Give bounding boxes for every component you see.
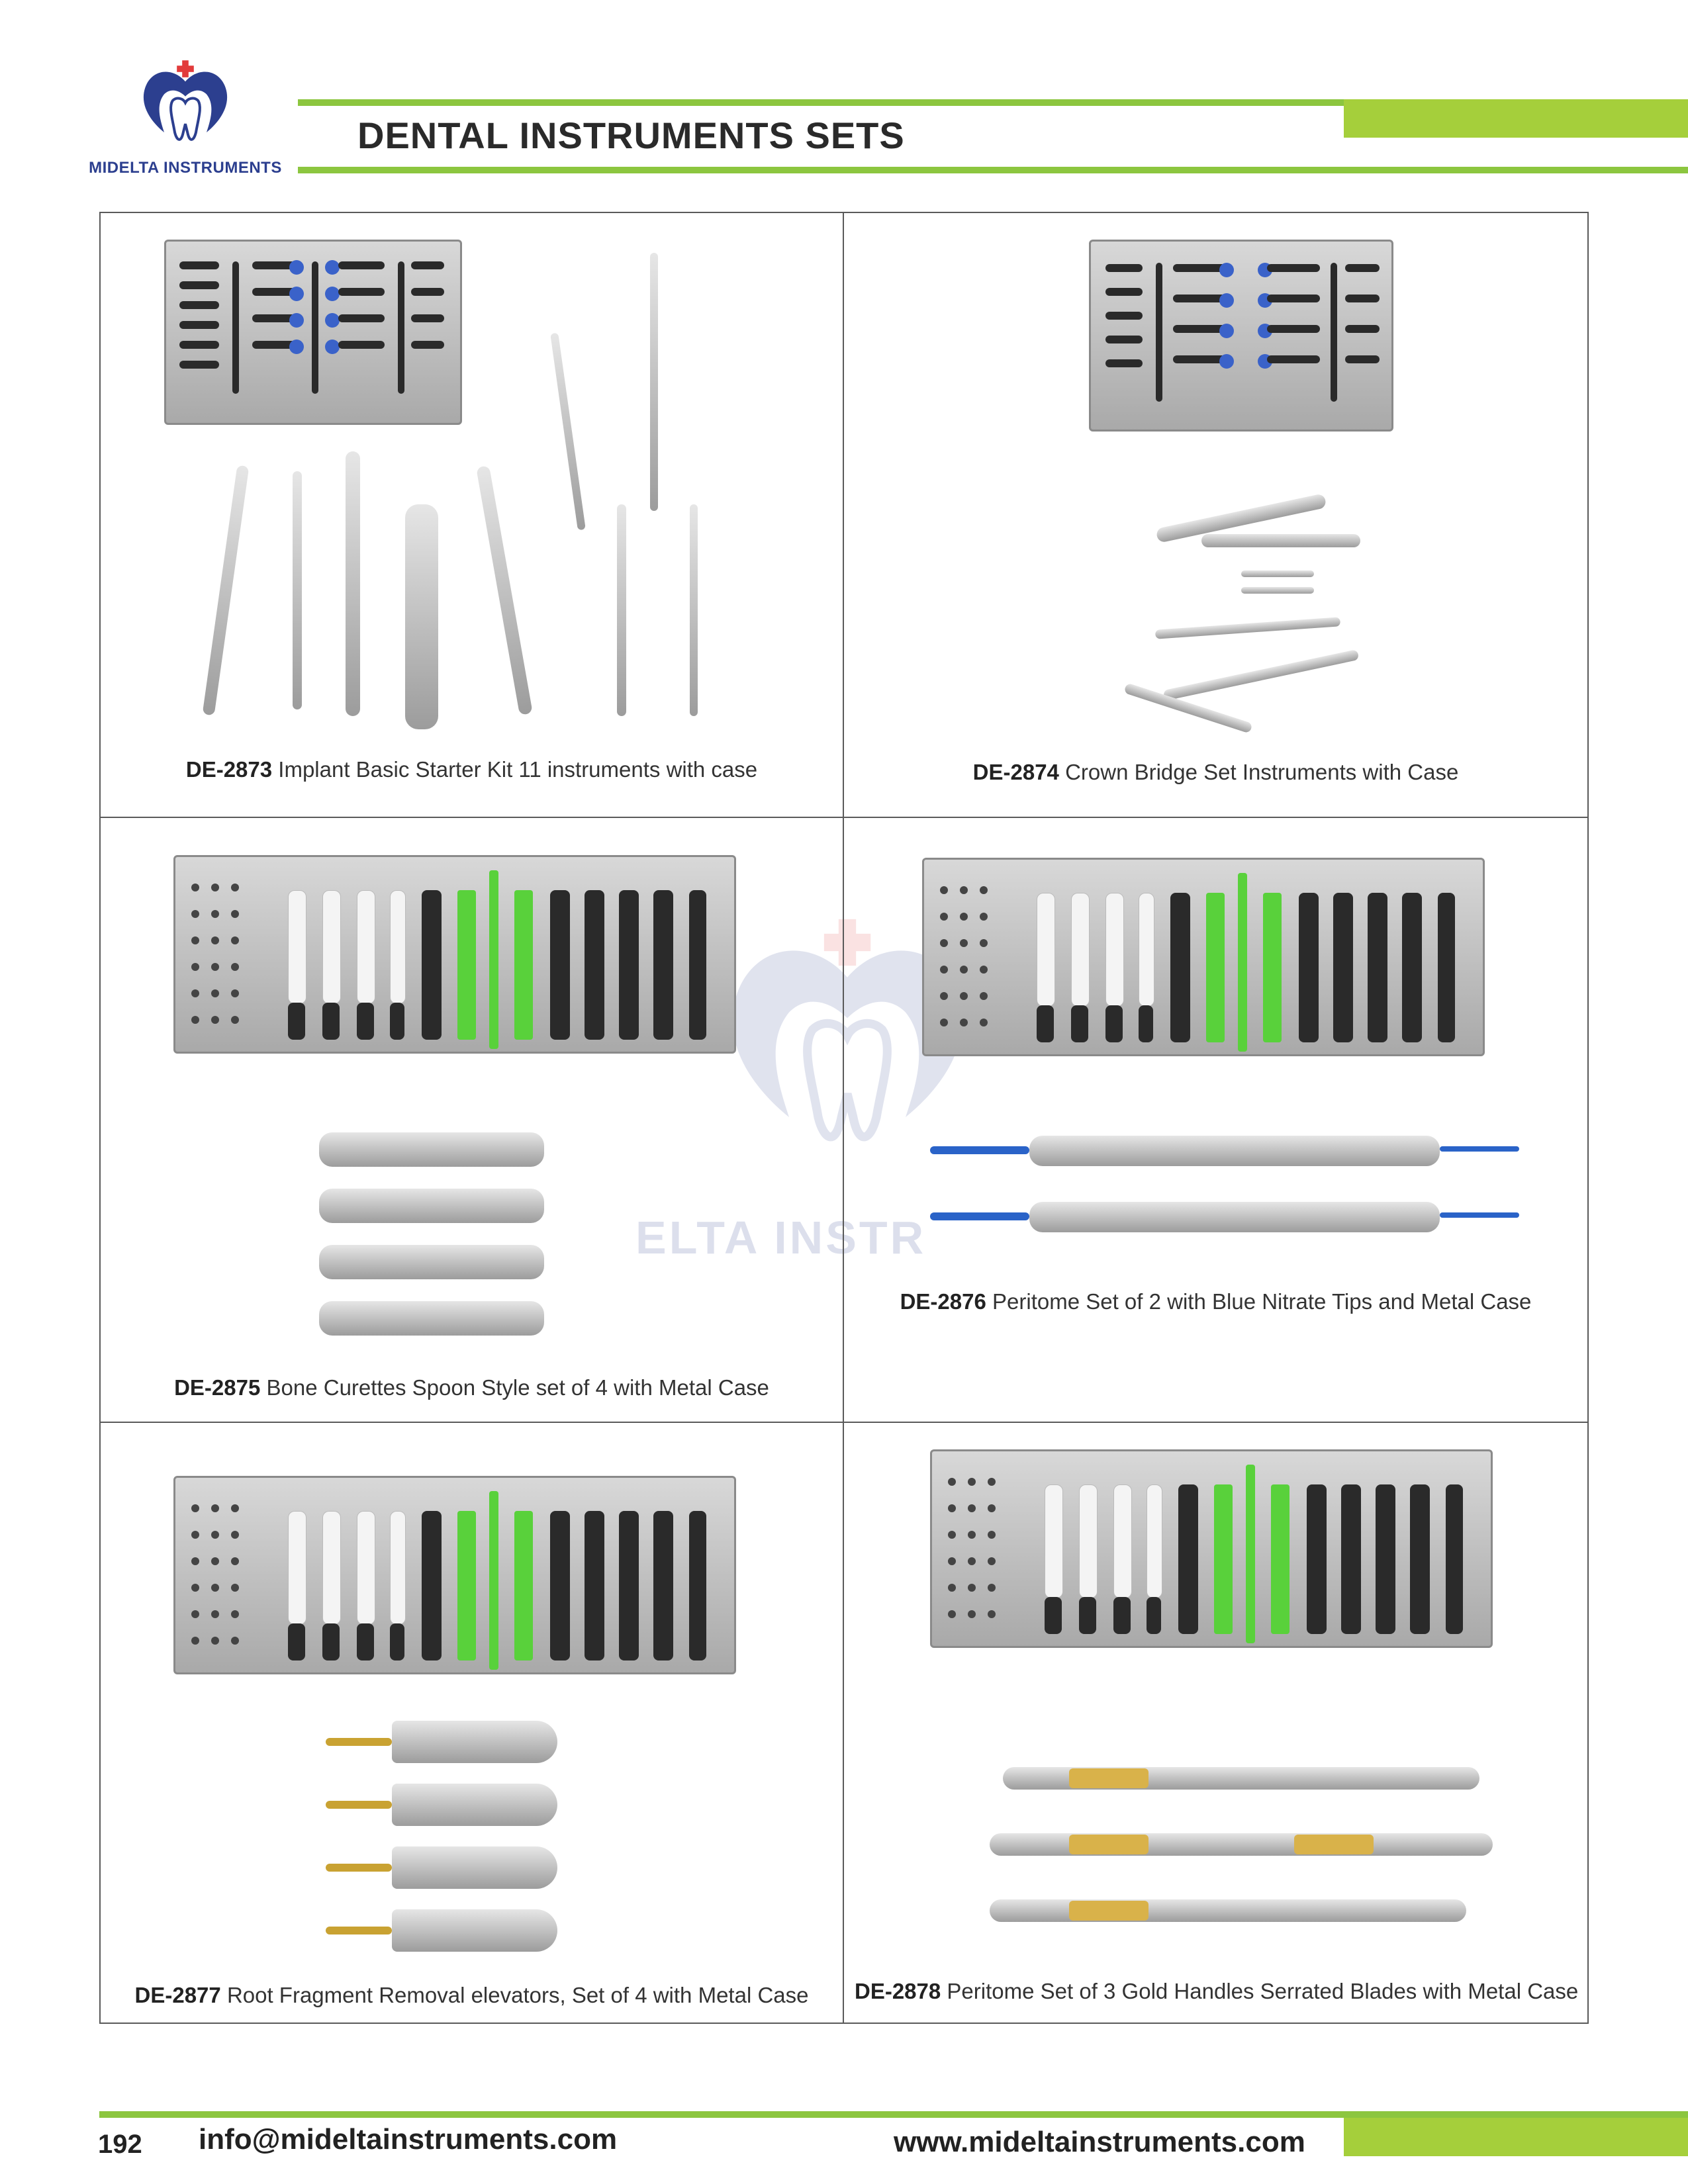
product-card: DE-2876 Peritome Set of 2 with Blue Nitr…: [844, 818, 1587, 1423]
instrument-image: [617, 504, 626, 716]
blue-tip: [1440, 1212, 1519, 1218]
elevator-image: [392, 1846, 557, 1889]
curette-image: [319, 1245, 544, 1279]
instrument-image: [1201, 534, 1360, 547]
curette-image: [319, 1189, 544, 1223]
header-accent-block: [1344, 99, 1688, 138]
product-description: Peritome Set of 3 Gold Handles Serrated …: [947, 1979, 1579, 2003]
elevator-image: [392, 1721, 557, 1763]
peritome-image: [1029, 1202, 1440, 1232]
curette-image: [319, 1301, 544, 1336]
blue-tip: [1440, 1146, 1519, 1152]
blue-tip: [930, 1212, 1029, 1220]
brand-logo: MIDELTA INSTRUMENTS: [79, 58, 291, 184]
product-code: DE-2876: [900, 1289, 986, 1314]
gold-handle: [1069, 1835, 1149, 1854]
product-code: DE-2878: [855, 1979, 941, 2003]
gold-tip: [326, 1738, 392, 1746]
product-card: DE-2874 Crown Bridge Set Instruments wit…: [844, 213, 1587, 818]
gold-handle: [1069, 1768, 1149, 1788]
product-description: Implant Basic Starter Kit 11 instruments…: [278, 757, 758, 782]
product-card: DE-2873 Implant Basic Starter Kit 11 ins…: [101, 213, 844, 818]
instrument-cassette-image: [1089, 240, 1393, 432]
instrument-image: [1241, 587, 1314, 594]
instrument-image: [650, 253, 658, 511]
page-title: DENTAL INSTRUMENTS SETS: [357, 114, 905, 156]
product-code: DE-2874: [972, 760, 1059, 784]
instrument-image: [346, 451, 360, 716]
instrument-cassette-image: [922, 858, 1485, 1056]
footer-email-link[interactable]: info@mideltainstruments.com: [199, 2123, 618, 2156]
instrument-image: [202, 465, 250, 716]
elevator-image: [392, 1784, 557, 1826]
product-description: Bone Curettes Spoon Style set of 4 with …: [266, 1375, 769, 1400]
product-caption: DE-2875 Bone Curettes Spoon Style set of…: [101, 1375, 843, 1400]
product-caption: DE-2876 Peritome Set of 2 with Blue Nitr…: [844, 1289, 1587, 1314]
product-card: DE-2875 Bone Curettes Spoon Style set of…: [101, 818, 844, 1423]
peritome-image: [990, 1833, 1493, 1856]
product-caption: DE-2878 Peritome Set of 3 Gold Handles S…: [855, 1979, 1578, 2004]
footer-rule: [99, 2111, 1688, 2118]
instrument-image: [1241, 570, 1314, 577]
instrument-cassette-image: [173, 855, 736, 1054]
product-code: DE-2875: [174, 1375, 261, 1400]
product-caption: DE-2877 Root Fragment Removal elevators,…: [101, 1983, 843, 2008]
product-card: DE-2878 Peritome Set of 3 Gold Handles S…: [844, 1423, 1587, 2023]
brand-name: MIDELTA INSTRUMENTS: [89, 159, 282, 177]
instrument-image: [550, 332, 586, 531]
tooth-logo-icon: [143, 60, 228, 141]
instrument-cassette-image: [930, 1449, 1493, 1648]
product-code: DE-2873: [185, 757, 273, 782]
instrument-cassette-image: [164, 240, 462, 425]
product-description: Crown Bridge Set Instruments with Case: [1065, 760, 1459, 784]
product-description: Root Fragment Removal elevators, Set of …: [226, 1983, 809, 2007]
gold-tip: [326, 1864, 392, 1872]
product-description: Peritome Set of 2 with Blue Nitrate Tips…: [992, 1289, 1532, 1314]
footer-accent-block: [1344, 2118, 1688, 2156]
gold-handle: [1069, 1901, 1149, 1921]
product-card: DE-2877 Root Fragment Removal elevators,…: [101, 1423, 844, 2023]
gold-tip: [326, 1927, 392, 1934]
instrument-cassette-image: [173, 1476, 736, 1674]
product-code: DE-2877: [134, 1983, 221, 2007]
instrument-image: [476, 465, 533, 715]
curette-image: [319, 1132, 544, 1167]
blue-tip: [930, 1146, 1029, 1154]
peritome-image: [1029, 1136, 1440, 1166]
product-grid: DE-2873 Implant Basic Starter Kit 11 ins…: [99, 212, 1589, 2024]
page-number: 192: [98, 2130, 142, 2159]
peritome-image: [990, 1899, 1466, 1922]
instrument-image: [405, 504, 438, 729]
instrument-image: [690, 504, 698, 716]
header-rule-bottom: [298, 167, 1688, 173]
product-caption: DE-2873 Implant Basic Starter Kit 11 ins…: [101, 757, 843, 782]
product-caption: DE-2874 Crown Bridge Set Instruments wit…: [844, 760, 1587, 785]
elevator-image: [392, 1909, 557, 1952]
header-rule-top: [298, 99, 1688, 106]
instrument-image: [293, 471, 302, 709]
instrument-image: [1162, 649, 1360, 702]
gold-tip: [326, 1801, 392, 1809]
watermark-text: ELTA INSTR: [635, 1212, 927, 1263]
gold-handle: [1294, 1835, 1374, 1854]
instrument-image: [1154, 617, 1341, 639]
footer-website-link[interactable]: www.mideltainstruments.com: [894, 2126, 1305, 2158]
